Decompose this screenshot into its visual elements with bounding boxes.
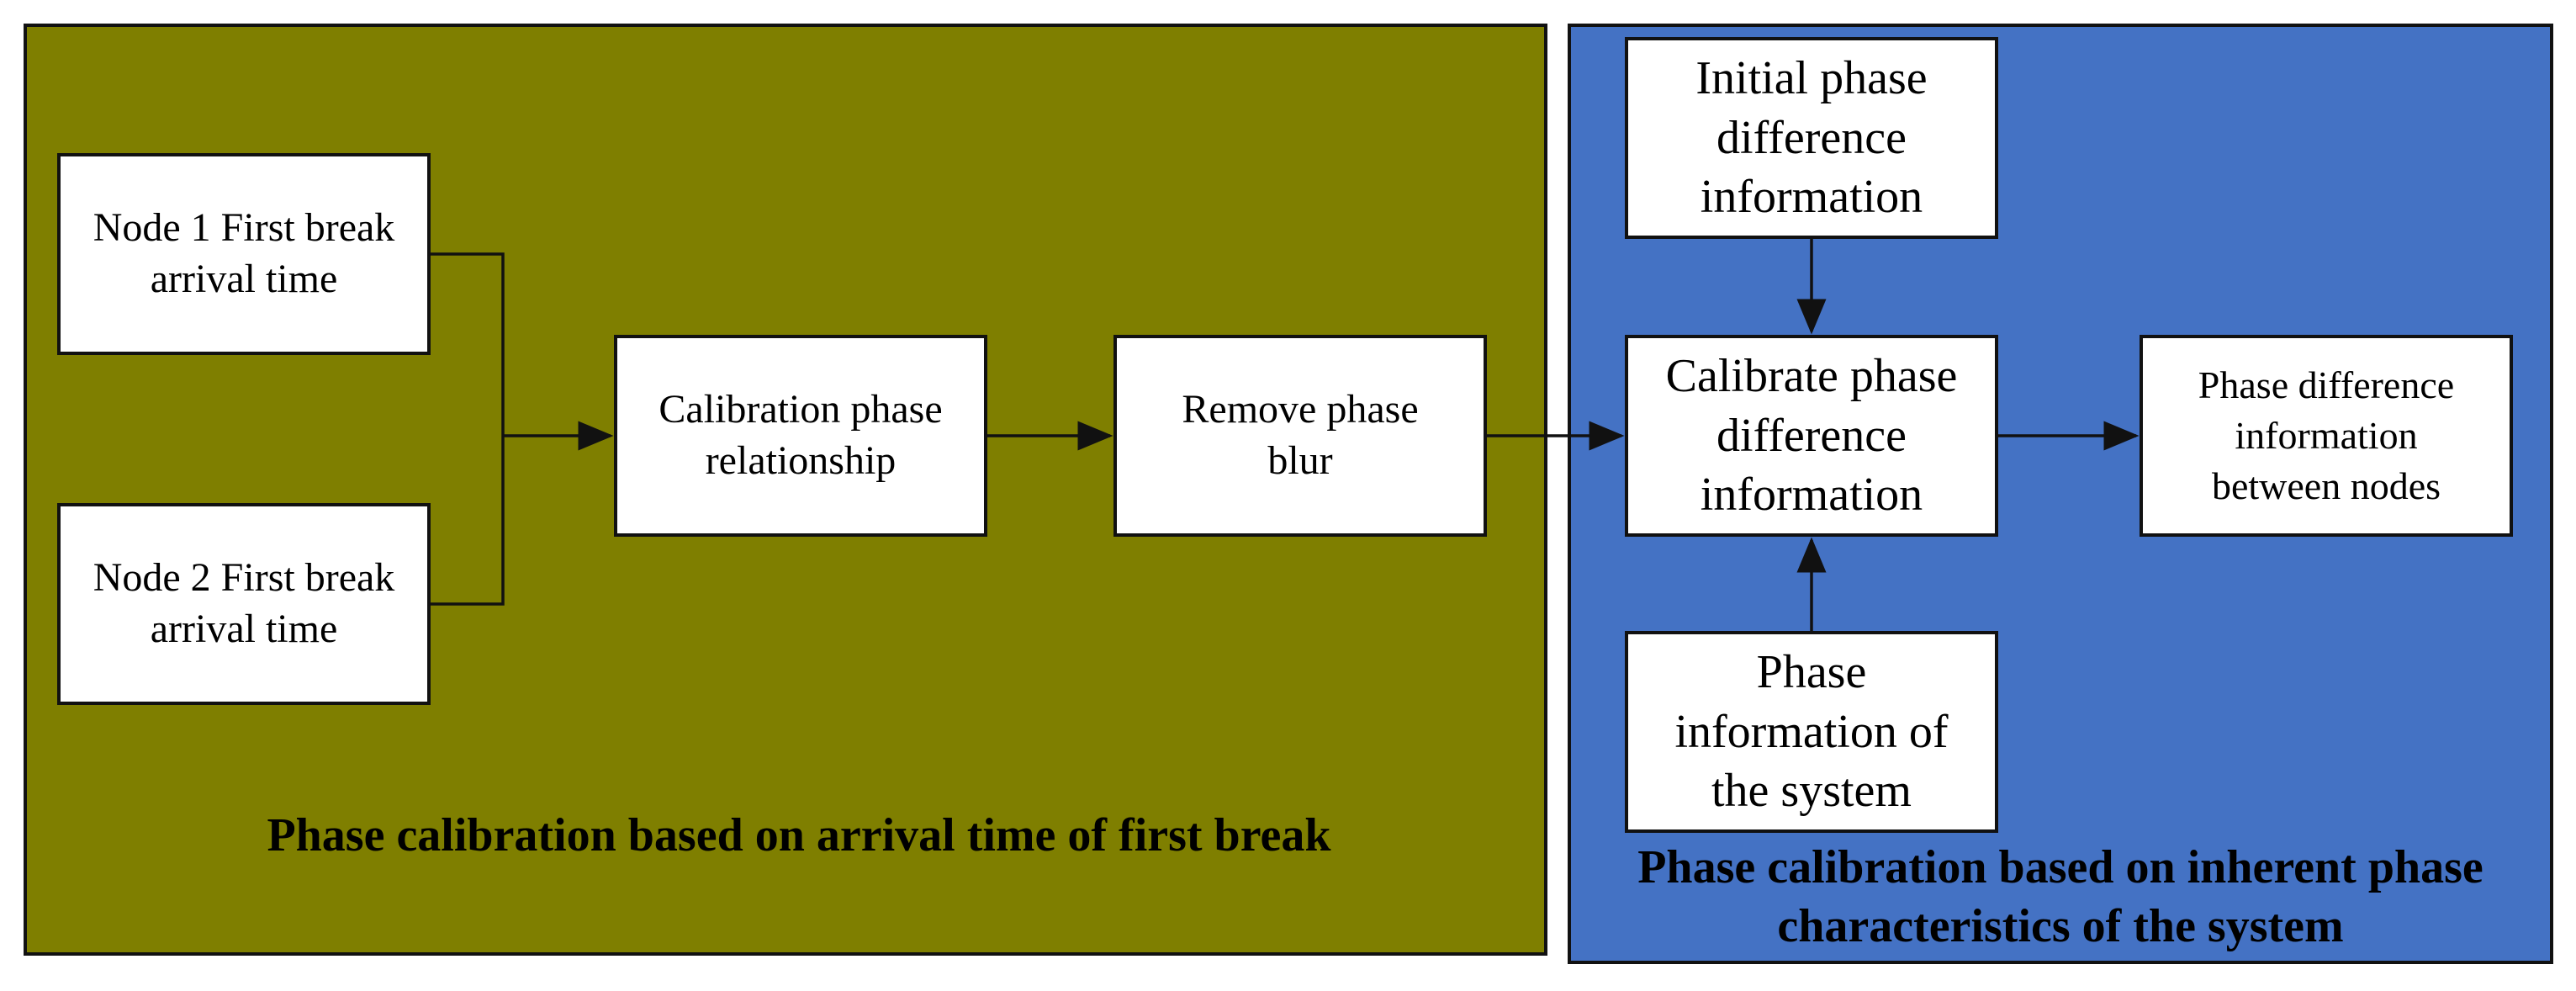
node-1-first-break-label: Node 1 First break arrival time (93, 205, 395, 301)
remove-phase-blur-label: Remove phase blur (1182, 387, 1419, 483)
phase-information-system-box: Phase information of the system (1625, 631, 1998, 833)
calibration-phase-relationship-box: Calibration phase relationship (614, 335, 987, 537)
phase-difference-between-nodes-label: Phase difference information between nod… (2198, 363, 2455, 507)
initial-phase-difference-label: Initial phase difference information (1695, 52, 1928, 224)
node-2-first-break-box: Node 2 First break arrival time (57, 503, 431, 705)
region-label-inherent-phase: Phase calibration based on inherent phas… (1637, 841, 2483, 952)
calibrate-phase-difference-box: Calibrate phase difference information (1625, 335, 1998, 537)
node-2-first-break-label: Node 2 First break arrival time (93, 555, 395, 651)
remove-phase-blur-box: Remove phase blur (1113, 335, 1487, 537)
node-1-first-break-box: Node 1 First break arrival time (57, 153, 431, 355)
phase-information-system-label: Phase information of the system (1674, 646, 1949, 818)
phase-difference-between-nodes-box: Phase difference information between nod… (2140, 335, 2513, 537)
region-label-arrival-time: Phase calibration based on arrival time … (267, 809, 1331, 861)
calibration-phase-relationship-label: Calibration phase relationship (659, 387, 943, 483)
calibrate-phase-difference-label: Calibrate phase difference information (1665, 350, 1958, 522)
connector-node1-to-junction (431, 252, 505, 606)
initial-phase-difference-box: Initial phase difference information (1625, 37, 1998, 239)
